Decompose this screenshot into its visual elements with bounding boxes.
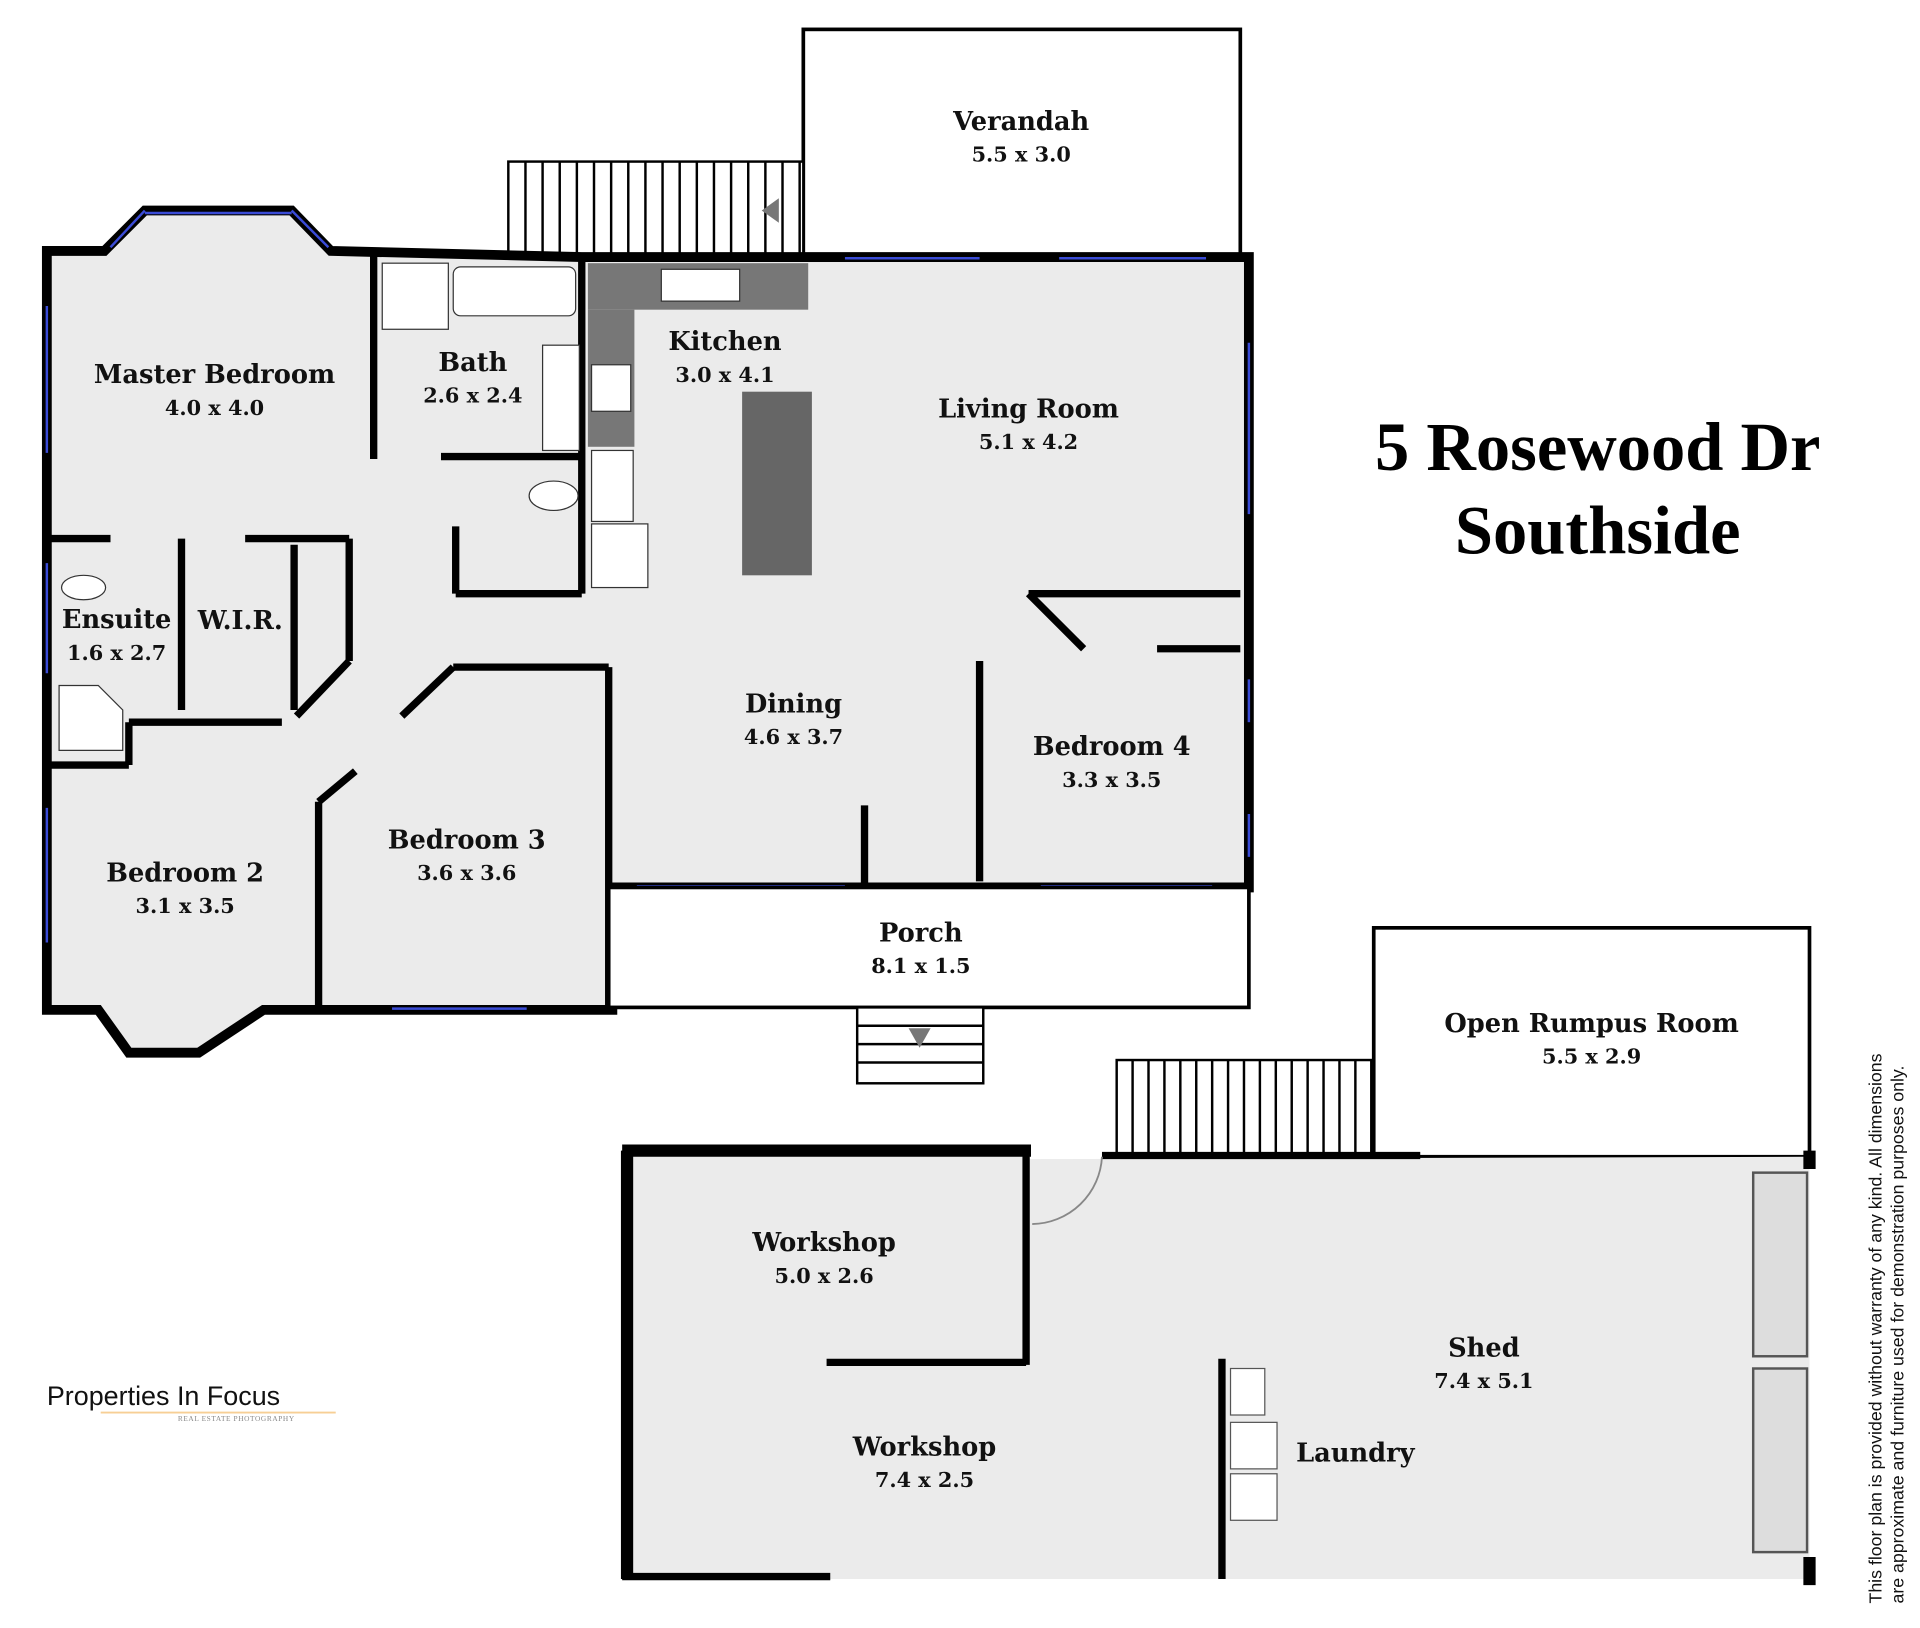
- room-dims: 3.6 x 3.6: [417, 860, 516, 885]
- shed-walls: [620, 1144, 1816, 1586]
- company-logo: Properties In Focus REAL ESTATE PHOTOGRA…: [47, 1381, 336, 1423]
- logo-text: Properties In Focus: [47, 1381, 280, 1411]
- room-dims: 8.1 x 1.5: [871, 953, 970, 978]
- bathtub-icon: [452, 266, 577, 317]
- room-labels: Verandah 5.5 x 3.0 Master Bedroom 4.0 x …: [62, 107, 1739, 1492]
- porch-stairs: [855, 1006, 985, 1085]
- room-name: Workshop: [852, 1432, 996, 1462]
- room-name: Ensuite: [62, 605, 171, 635]
- ensuite-shower-icon: [58, 684, 124, 751]
- room-name: Master Bedroom: [94, 360, 335, 390]
- shower-icon: [381, 262, 449, 330]
- room-name: Porch: [879, 918, 963, 948]
- interior-walls: [46, 250, 1241, 1010]
- room-dims: 5.5 x 2.9: [1542, 1044, 1641, 1069]
- room-name: Open Rumpus Room: [1444, 1009, 1738, 1039]
- stair-arrow-icon: [908, 1028, 931, 1048]
- room-name: Bath: [438, 348, 507, 378]
- laundry-tub-icon: [1229, 1473, 1278, 1521]
- address-line2: Southside: [1455, 492, 1741, 568]
- disclaimer-line2: are approximate and furniture used for d…: [1888, 1066, 1908, 1604]
- room-dims: 4.0 x 4.0: [165, 395, 264, 420]
- room-dims: 1.6 x 2.7: [67, 640, 166, 665]
- room-dims: 3.3 x 3.5: [1062, 767, 1161, 792]
- room-name: Shed: [1448, 1333, 1520, 1363]
- ensuite-toilet-icon: [60, 574, 107, 601]
- vanity-icon: [541, 344, 580, 452]
- room-dims: 5.1 x 4.2: [979, 429, 1078, 454]
- logo-tagline: REAL ESTATE PHOTOGRAPHY: [178, 1414, 295, 1423]
- disclaimer: This floor plan is provided without warr…: [1866, 1053, 1908, 1603]
- disclaimer-line1: This floor plan is provided without warr…: [1866, 1053, 1886, 1603]
- rumpus-area: [1371, 926, 1812, 1159]
- room-dims: 7.4 x 5.1: [1434, 1368, 1533, 1393]
- room-name: Bedroom 4: [1033, 732, 1191, 762]
- shed-floor: [622, 1150, 1810, 1580]
- address-line1: 5 Rosewood Dr: [1375, 409, 1820, 485]
- rumpus-stairs: [1115, 1058, 1375, 1156]
- room-name: Kitchen: [668, 327, 782, 357]
- room-dims: 2.6 x 2.4: [423, 383, 522, 408]
- room-name: Workshop: [751, 1228, 895, 1258]
- kitchen-island: [742, 391, 812, 576]
- shed-door: [1751, 1367, 1809, 1554]
- room-name: Verandah: [952, 107, 1089, 137]
- room-dims: 3.1 x 3.5: [136, 893, 235, 918]
- fridge-icon: [590, 523, 649, 589]
- bathroom-fixtures: [58, 262, 580, 751]
- door-swing: [1032, 1156, 1103, 1225]
- toilet-icon: [528, 480, 579, 512]
- shed-door: [1751, 1171, 1809, 1358]
- room-name: Bedroom 2: [106, 858, 264, 888]
- kitchen-sink-icon: [660, 268, 741, 302]
- room-name: W.I.R.: [197, 606, 283, 636]
- room-dims: 5.5 x 3.0: [972, 142, 1071, 167]
- verandah-stairs: [507, 160, 805, 259]
- room-dims: 7.4 x 2.5: [875, 1467, 974, 1492]
- verandah-area: [801, 27, 1243, 259]
- room-name: Dining: [745, 689, 842, 719]
- laundry-tub-icon: [1229, 1421, 1278, 1470]
- cooktop-icon: [590, 364, 632, 412]
- room-name: Living Room: [938, 394, 1119, 424]
- room-name: Laundry: [1296, 1439, 1416, 1469]
- room-name: Bedroom 3: [388, 825, 546, 855]
- room-dims: 3.0 x 4.1: [675, 362, 774, 387]
- kitchen-fixtures: [587, 263, 812, 589]
- laundry-fixtures: [1229, 1367, 1278, 1521]
- room-dims: 5.0 x 2.6: [775, 1263, 874, 1288]
- porch-area: [606, 885, 1251, 1010]
- stair-arrow-icon: [761, 198, 779, 223]
- room-dims: 4.6 x 3.7: [744, 724, 843, 749]
